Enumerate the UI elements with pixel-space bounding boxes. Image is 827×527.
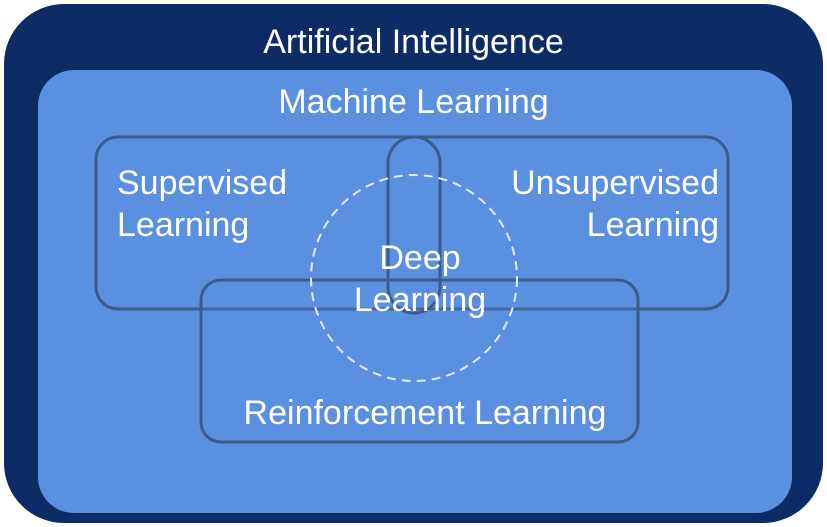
deep-line2: Learning — [353, 281, 487, 319]
ai-label: Artificial Intelligence — [263, 23, 564, 61]
reinforcement-learning-label: Reinforcement Learning — [243, 394, 607, 432]
deep-learning-label: Deep Learning — [320, 237, 520, 321]
deep-learning-circle — [310, 174, 518, 382]
supervised-line1: Supervised — [117, 164, 288, 202]
ml-region — [38, 70, 792, 513]
deep-line1: Deep — [379, 239, 461, 277]
unsupervised-learning-label: Unsupervised Learning — [511, 162, 719, 246]
ml-label: Machine Learning — [278, 83, 549, 121]
reinforcement-box — [199, 278, 640, 444]
supervised-line2: Learning — [117, 206, 250, 244]
unsupervised-line2: Learning — [586, 206, 719, 244]
supervised-learning-label: Supervised Learning — [117, 162, 287, 246]
separator-pill — [386, 135, 442, 315]
unsupervised-line1: Unsupervised — [511, 164, 719, 202]
